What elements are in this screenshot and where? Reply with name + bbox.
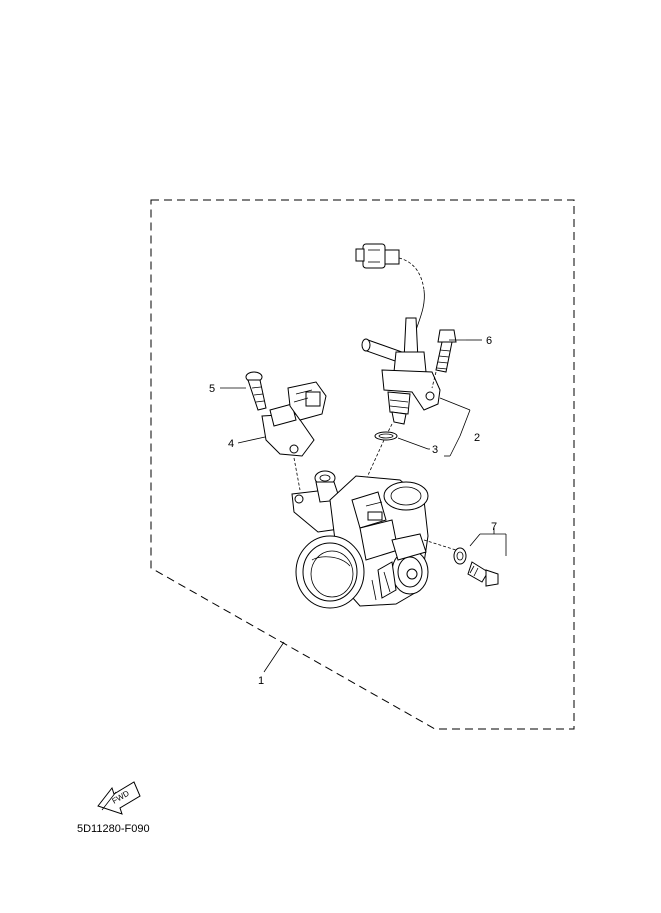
sensor-connector — [355, 243, 425, 331]
throttle-body — [291, 470, 457, 609]
screw-part-5 — [245, 371, 267, 411]
callout-4: 4 — [228, 438, 234, 450]
o-ring-part-3 — [363, 423, 398, 485]
callout-6: 6 — [486, 335, 492, 347]
callout-7: 7 — [491, 521, 497, 533]
bolt-part-6 — [431, 329, 457, 389]
leader-lines — [220, 339, 507, 673]
callout-5: 5 — [209, 383, 215, 395]
diagram-code: 5D11280-F090 — [77, 823, 150, 835]
injector-assembly — [361, 317, 441, 425]
callout-2: 2 — [474, 432, 480, 444]
screw-part-7 — [453, 547, 499, 587]
assembly-boundary — [150, 199, 575, 730]
fwd-arrow-icon: FWD — [97, 781, 141, 815]
callout-1: 1 — [258, 675, 264, 687]
sensor-part-4 — [261, 381, 327, 491]
callout-3: 3 — [432, 444, 438, 456]
